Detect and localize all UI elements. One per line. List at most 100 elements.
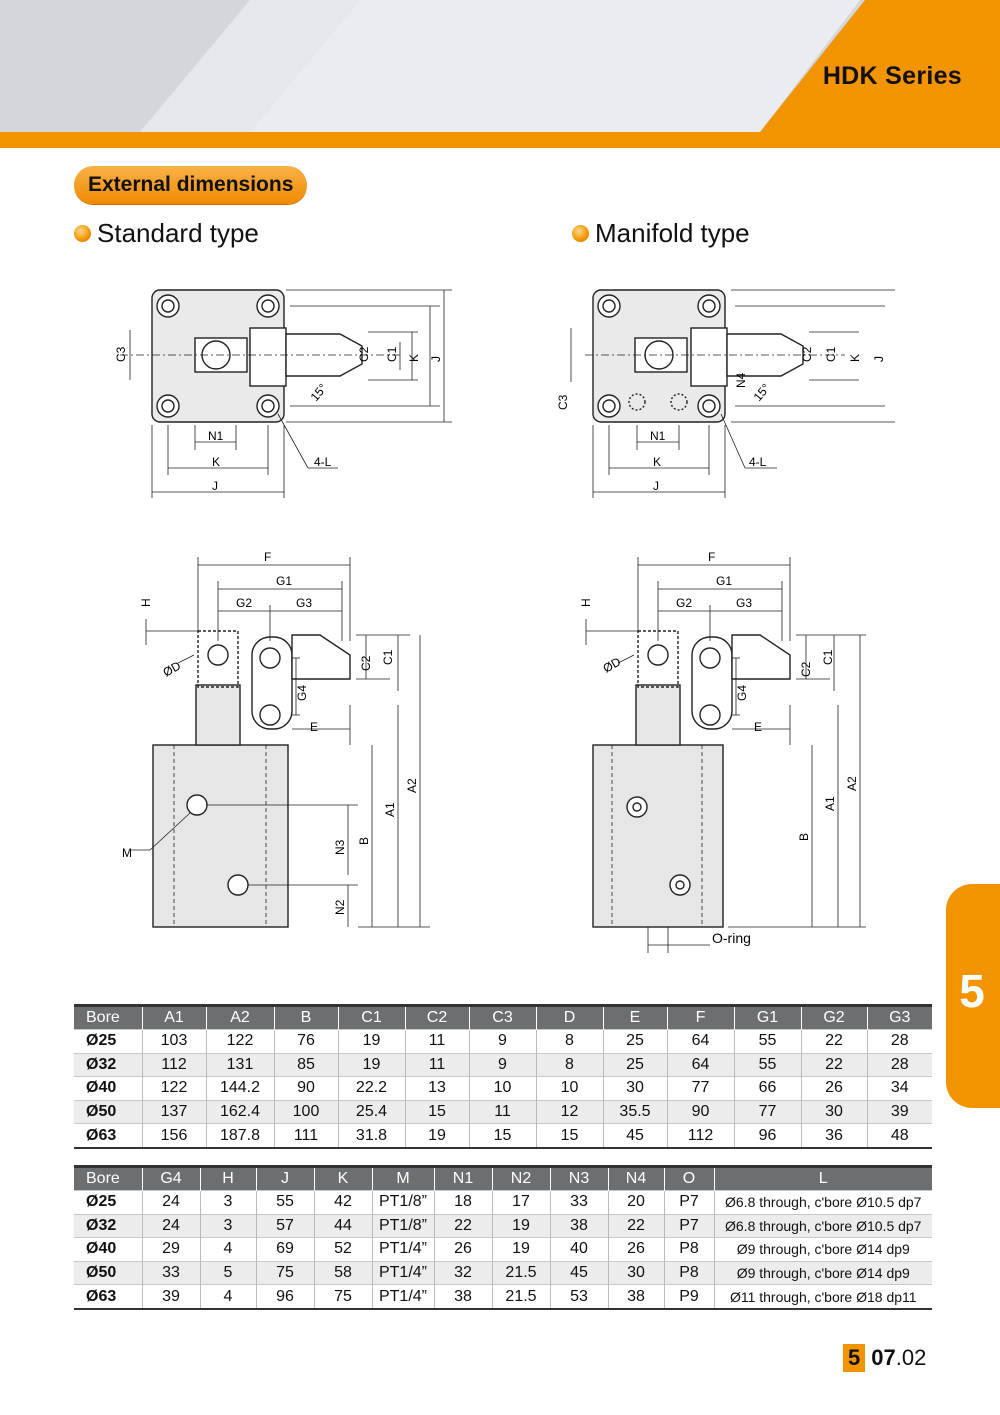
page-number: 5 07 .02 <box>843 1344 926 1372</box>
table-header-cell: N4 <box>607 1165 664 1191</box>
table-cell: 42 <box>313 1190 372 1215</box>
table-cell: 8 <box>535 1029 603 1054</box>
dim-c1: C1 <box>385 346 399 362</box>
table-cell: 25 <box>602 1029 667 1054</box>
table-cell: P7 <box>663 1190 714 1215</box>
table-cell: 24 <box>141 1213 200 1238</box>
table-cell: PT1/4” <box>371 1284 434 1310</box>
table-cell: Ø6.8 through, c'bore Ø10.5 dp7 <box>713 1213 932 1238</box>
table-cell: 26 <box>433 1237 492 1262</box>
dim-c3: C3 <box>556 394 570 410</box>
table-cell: 9 <box>468 1029 536 1054</box>
dim-c2: C2 <box>359 655 373 671</box>
table-cell: 137 <box>141 1099 206 1124</box>
table-cell: 17 <box>491 1190 550 1215</box>
table-cell: Ø9 through, c'bore Ø14 dp9 <box>713 1260 932 1285</box>
bore-cell: Ø40 <box>74 1237 142 1262</box>
dim-j-horizontal: J <box>653 479 659 493</box>
table-cell: 19 <box>491 1237 550 1262</box>
table-cell: 77 <box>733 1099 801 1124</box>
table-header-cell: Bore <box>74 1004 142 1030</box>
table-cell: 58 <box>313 1260 372 1285</box>
table-cell: 21.5 <box>491 1260 550 1285</box>
table-cell: 144.2 <box>205 1076 274 1101</box>
dim-k-horizontal: K <box>653 455 661 469</box>
dim-j-horizontal: J <box>212 479 218 493</box>
dim-c3: C3 <box>114 346 128 362</box>
table-header-cell: M <box>371 1165 434 1191</box>
bore-cell: Ø50 <box>74 1260 142 1285</box>
bore-cell: Ø32 <box>74 1052 142 1077</box>
header-banner <box>0 0 1000 148</box>
dim-g2: G2 <box>236 596 252 610</box>
dim-f: F <box>708 550 715 564</box>
table-cell: 85 <box>273 1052 338 1077</box>
table-cell: 48 <box>866 1123 932 1149</box>
page-main: 07 <box>871 1345 896 1370</box>
table-cell: 26 <box>607 1237 664 1262</box>
table-cell: 156 <box>141 1123 206 1149</box>
table-cell: Ø9 through, c'bore Ø14 dp9 <box>713 1237 932 1262</box>
table-cell: Ø11 through, c'bore Ø18 dp11 <box>713 1284 932 1310</box>
dim-j: J <box>872 356 886 362</box>
table-cell: PT1/8” <box>371 1213 434 1238</box>
table-cell: 19 <box>337 1029 405 1054</box>
table-cell: 22 <box>433 1213 492 1238</box>
table-cell: 11 <box>404 1052 469 1077</box>
table-cell: 57 <box>255 1213 314 1238</box>
table-header-cell: J <box>255 1165 314 1191</box>
table-cell: 22 <box>607 1213 664 1238</box>
dim-c2: C2 <box>800 346 814 362</box>
table-cell: 122 <box>205 1029 274 1054</box>
table-cell: 111 <box>273 1123 338 1149</box>
dim-c1: C1 <box>824 346 838 362</box>
table-header-cell: L <box>713 1165 932 1191</box>
table-header-cell: Bore <box>74 1165 142 1191</box>
table-cell: 96 <box>733 1123 801 1149</box>
dim-c2: C2 <box>357 346 371 362</box>
dim-f: F <box>264 550 271 564</box>
table-cell: 34 <box>866 1076 932 1101</box>
chapter-tab[interactable] <box>946 884 1000 1108</box>
table-header-cell: G1 <box>733 1004 801 1030</box>
table-cell: 33 <box>549 1190 608 1215</box>
dim-g4: G4 <box>735 685 749 701</box>
bore-cell: Ø63 <box>74 1123 142 1149</box>
table-cell: 15 <box>468 1123 536 1149</box>
table-cell: 3 <box>199 1213 256 1238</box>
table-cell: PT1/4” <box>371 1237 434 1262</box>
table-cell: 32 <box>433 1260 492 1285</box>
table-cell: Ø6.8 through, c'bore Ø10.5 dp7 <box>713 1190 932 1215</box>
table-header-cell: O <box>663 1165 714 1191</box>
table-cell: PT1/8” <box>371 1190 434 1215</box>
table-cell: 39 <box>141 1284 200 1310</box>
table-header-cell: A2 <box>205 1004 274 1030</box>
table-cell: 35.5 <box>602 1099 667 1124</box>
bullet-icon <box>572 225 589 242</box>
table-cell: 30 <box>800 1099 867 1124</box>
table-header-cell: N3 <box>549 1165 608 1191</box>
dim-angle: 15° <box>751 381 774 404</box>
table-cell: 30 <box>602 1076 667 1101</box>
table-cell: 19 <box>337 1052 405 1077</box>
dim-c1: C1 <box>821 649 835 665</box>
table-cell: 36 <box>800 1123 867 1149</box>
dim-k: K <box>848 354 862 362</box>
table-cell: 5 <box>199 1260 256 1285</box>
dim-n2: N2 <box>333 899 347 915</box>
dim-e: E <box>754 720 762 734</box>
table-header-cell: C3 <box>468 1004 536 1030</box>
page-chapter-box: 5 <box>843 1344 866 1372</box>
table-cell: 24 <box>141 1190 200 1215</box>
table-cell: 15 <box>404 1099 469 1124</box>
table-cell: 19 <box>404 1123 469 1149</box>
table-cell: 4 <box>199 1237 256 1262</box>
